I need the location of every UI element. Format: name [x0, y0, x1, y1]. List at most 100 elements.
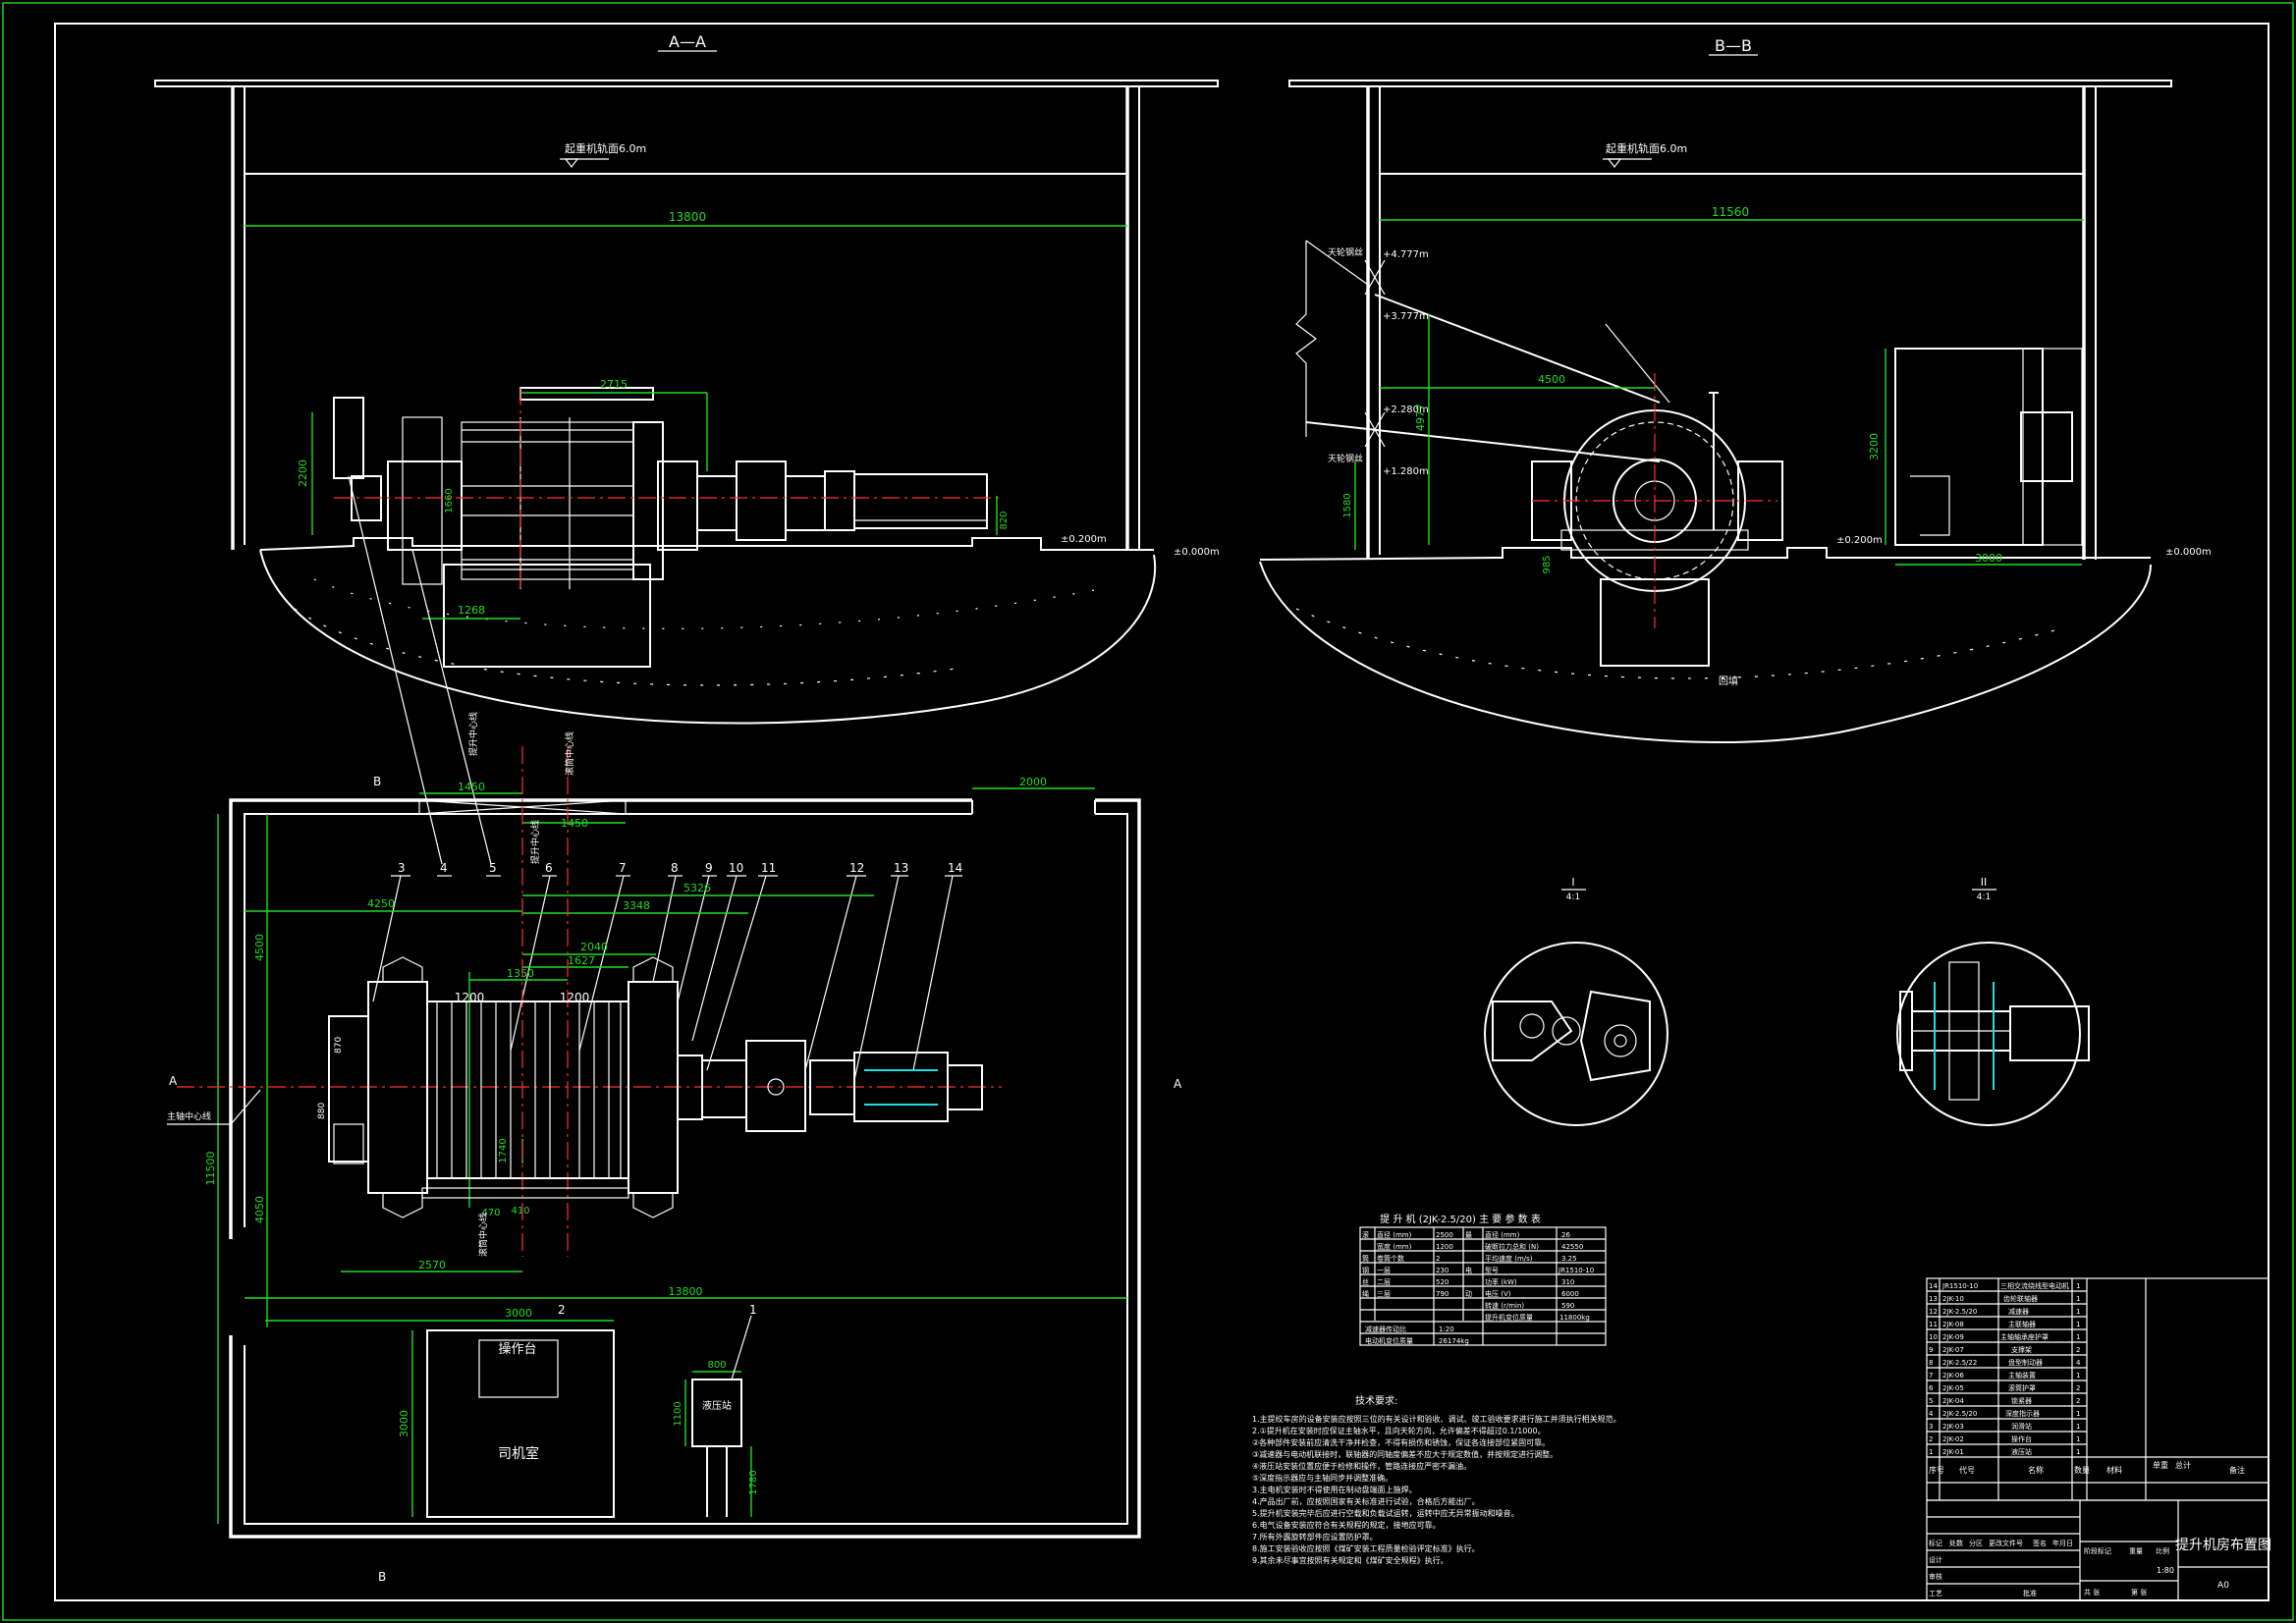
crane-rail-label-b: 起重机轨面6.0m: [1606, 141, 1687, 155]
dim-5326: 5326: [683, 882, 711, 894]
part-11-qty: 1: [2076, 1321, 2080, 1328]
balloon-3: 3: [398, 861, 406, 875]
dim-3000: 3000: [505, 1307, 532, 1320]
pt-r2c2: 2: [1436, 1255, 1440, 1263]
pt-r1c1: 宽度 (mm): [1377, 1242, 1412, 1251]
pt-r4c5: 310: [1561, 1278, 1574, 1286]
part-6-code: 2JK-05: [1942, 1384, 1964, 1392]
dim-bb-4977: 4977: [1414, 404, 1427, 431]
roof-aa: [154, 80, 1219, 87]
part-7-code: 2JK-06: [1942, 1372, 1964, 1380]
pt-r2c1: 卷筒个数: [1377, 1254, 1404, 1263]
balloon-11: 11: [761, 861, 776, 875]
pt-r1c2: 1200: [1436, 1243, 1453, 1251]
pt-r7c4: 提升机变位质量: [1485, 1313, 1533, 1322]
pt-r2c5: 3.25: [1561, 1255, 1577, 1263]
pt-r0c4: 直径 (mm): [1485, 1230, 1520, 1239]
tb-date: 年月日: [2052, 1539, 2073, 1547]
part-7-name: 主轴装置: [2008, 1371, 2036, 1380]
parts-header: 序号 代号 名称 数量 材料 单重 总计 备注: [1929, 1460, 2245, 1475]
dim-410: 410: [511, 1206, 529, 1217]
tb-scale-label: 比例: [2156, 1546, 2169, 1555]
part-10-qty: 1: [2076, 1333, 2080, 1341]
pt-r6c4: 转速 (r/min): [1485, 1301, 1524, 1310]
part-4-no: 4: [1929, 1410, 1934, 1418]
dim-bb-985: 985: [1542, 555, 1553, 573]
note-9: 5.提升机安装完毕后应进行空载和负载试运转，运转中应无异常振动和噪音。: [1252, 1508, 1519, 1518]
part-2-name: 操作台: [2011, 1434, 2032, 1443]
pt-r4c1: 二层: [1377, 1278, 1391, 1286]
dim-aa-2200: 2200: [297, 460, 309, 487]
pt-r5c5: 6000: [1561, 1290, 1579, 1298]
left-label-1: 天轮钢丝: [1328, 246, 1363, 258]
part-8-name: 盘型制动器: [2008, 1358, 2043, 1367]
pt-r4c0: 丝: [1362, 1277, 1369, 1286]
part-14-no: 14: [1929, 1282, 1938, 1290]
tb-design: 设计: [1929, 1555, 1942, 1564]
inner-border: [54, 23, 2269, 1601]
ground-elev-a: ±0.000m: [1174, 547, 1220, 558]
section-bb: B—B 起重机轨面6.0m 11560 回填 ±0.200m ±0.000m 天…: [1259, 36, 2212, 744]
note-11: 7.所有外露旋转部件应设置防护罩。: [1252, 1532, 1378, 1542]
elev-e1: +4.777m: [1383, 249, 1429, 260]
part-7-qty: 1: [2076, 1372, 2080, 1380]
part-5-qty: 2: [2076, 1397, 2080, 1405]
dim-bb-span: 11560: [1712, 205, 1749, 219]
part-14-qty: 1: [2076, 1282, 2080, 1290]
detail-ii-title: II: [1981, 876, 1988, 889]
part-1-no: 1: [1929, 1448, 1933, 1456]
ph-qty: 数量: [2074, 1465, 2090, 1475]
roof-bb: [1288, 80, 2172, 87]
pt-r7c5: 11800kg: [1559, 1314, 1590, 1322]
part-4-name: 深度指示器: [2005, 1409, 2040, 1418]
part-4-qty: 1: [2076, 1410, 2080, 1418]
tech-notes: 技术要求: 1.主提绞车房的设备安装应按照三位的有关设计和验收、调试、竣工验收要…: [1252, 1394, 1621, 1565]
part-10-code: 2JK-09: [1942, 1333, 1964, 1341]
part-1-name: 液压站: [2011, 1447, 2032, 1456]
vlabel-3: 提升中心线: [529, 820, 541, 864]
balloons: 3 4 5 6 7 8 9 10 11 12 13 14 2 1: [398, 861, 962, 1317]
hydraulic-station: [691, 1379, 742, 1447]
part-1-code: 2JK-01: [1942, 1448, 1964, 1456]
detail-i-title: I: [1571, 876, 1574, 889]
tb-check: 审核: [1929, 1572, 1942, 1581]
dim-800: 800: [707, 1360, 726, 1371]
balloon-10: 10: [729, 861, 743, 875]
crane-rail-label-a: 起重机轨面6.0m: [565, 141, 646, 155]
part-5-name: 锁紧器: [2011, 1396, 2032, 1405]
pt-r3c2: 230: [1436, 1267, 1449, 1274]
dim-aa-1660: 1660: [444, 488, 455, 513]
pt-r4c4: 功率 (kW): [1485, 1277, 1517, 1286]
params-table: 提 升 机 (2JK-2.5/20) 主 要 参 数 表 滚 直径 (mm) 2…: [1359, 1213, 1607, 1346]
note-5: ④液压站安装位置应便于检修和操作，管路连接应严密不漏油。: [1252, 1461, 1471, 1471]
part-14-code: JR1510-10: [1941, 1282, 1978, 1290]
title-block: 标记 处数 分区 更改文件号 签名 年月日 设计 审核 工艺 批准 阶段标记 重…: [1926, 1499, 2271, 1601]
note-1: 1.主提绞车房的设备安装应按照三位的有关设计和验收、调试、竣工验收要求进行施工并…: [1252, 1414, 1621, 1424]
section-aa: A—A 起重机轨面6.0m 13800 ±0.200m ±0.000m: [154, 32, 1220, 865]
pt-r5c0: 绳: [1362, 1289, 1369, 1298]
pt-r3c5: JR1510-10: [1558, 1267, 1594, 1274]
left-label-2: 天轮钢丝: [1328, 453, 1363, 464]
part-13-code: 2JK-10: [1942, 1295, 1964, 1303]
dim-1740: 1740: [498, 1138, 509, 1163]
dim-2570: 2570: [418, 1259, 446, 1271]
balloon-13: 13: [894, 861, 908, 875]
note-2: 2.①提升机在安装时应保证主轴水平，且向天轮方向，允许偏差不得超过0.1/100…: [1252, 1426, 1546, 1435]
plan-view: B B A A 1450 1450 2000 3 4 5 6 7 8 9 10 …: [167, 712, 1182, 1584]
dim-2000: 2000: [1019, 776, 1047, 788]
elev-e3: +2.280m: [1383, 405, 1429, 415]
dim-4050: 4050: [253, 1196, 266, 1223]
part-10-no: 10: [1929, 1333, 1938, 1341]
tb-count: 处数: [1949, 1539, 1963, 1547]
ph-unit: 单重: [2153, 1460, 2168, 1470]
ph-material: 材料: [2106, 1465, 2122, 1475]
floor-elev-a: ±0.200m: [1061, 534, 1107, 545]
pt-r2c0: 筒: [1362, 1254, 1369, 1263]
detail-i: I 4:1: [1484, 876, 1668, 1126]
pt-r1c5: 42550: [1561, 1243, 1583, 1251]
tb-mark: 标记: [1929, 1539, 1942, 1547]
